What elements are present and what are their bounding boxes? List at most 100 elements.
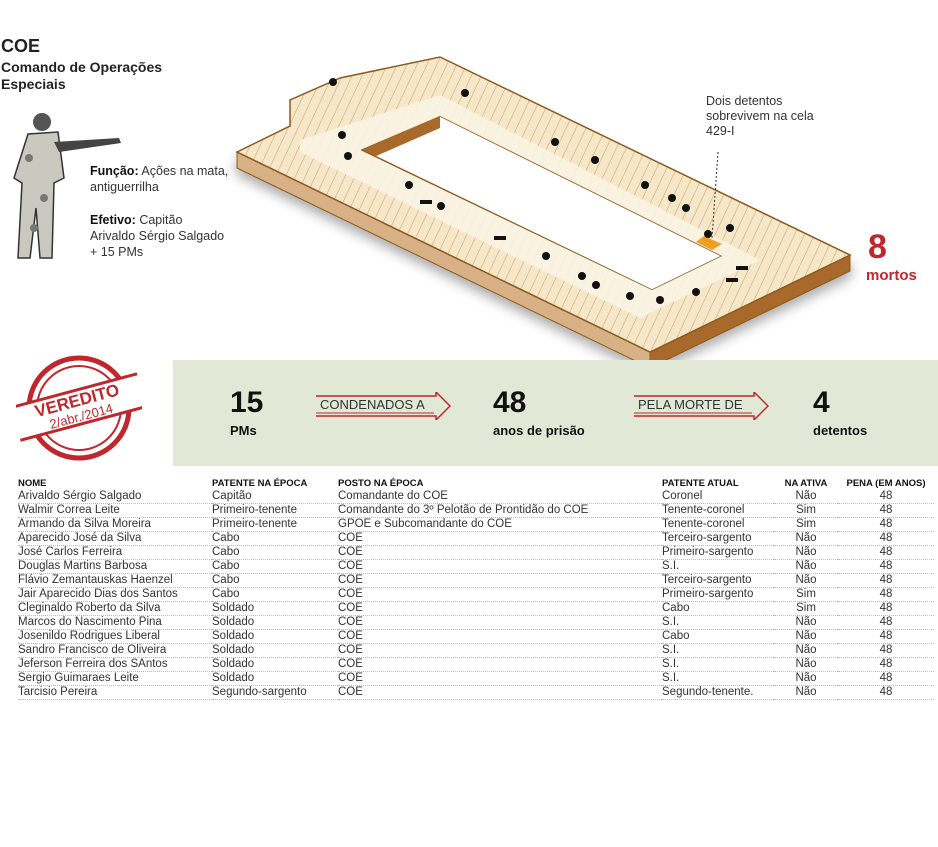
staff-label: Efetivo: [90,213,136,227]
cell-rank-now: Cabo [662,629,774,644]
cell-sentence: 48 [838,587,934,602]
cell-rank-then: Capitão [212,490,338,504]
cell-rank-now: Terceiro-sargento [662,531,774,546]
cell-rank-then: Soldado [212,643,338,658]
cell-post-then: Comandante do 3º Pelotão de Prontidão do… [338,503,662,518]
cell-rank-now: S.I. [662,615,774,630]
staff-info: Efetivo: Capitão Arivaldo Sérgio Salgado… [90,212,230,260]
cell-name: Marcos do Nascimento Pina [18,615,212,630]
cell-name: Walmir Correa Leite [18,503,212,518]
cell-post-then: Comandante do COE [338,490,662,504]
cell-rank-then: Cabo [212,545,338,560]
cell-active: Não [774,671,838,686]
cell-sentence: 48 [838,573,934,588]
cell-post-then: COE [338,615,662,630]
cell-name: Cleginaldo Roberto da Silva [18,601,212,616]
cell-post-then: GPOE e Subcomandante do COE [338,517,662,532]
cell-name: Sandro Francisco de Oliveira [18,643,212,658]
page-title: COE [1,36,41,56]
death-of-arrow: PELA MORTE DE [634,390,770,422]
victims-label: detentos [813,423,868,438]
cell-post-then: COE [338,685,662,700]
death-of-label: PELA MORTE DE [638,397,743,412]
survivors-annotation: Dois detentos sobrevivem na cela 429-I [706,94,814,138]
cell-sentence: 48 [838,671,934,686]
cell-rank-then: Segundo-sargento [212,685,338,700]
cell-rank-now: Tenente-coronel [662,517,774,532]
cell-sentence: 48 [838,685,934,700]
cell-sentence: 48 [838,629,934,644]
cell-active: Não [774,643,838,658]
cell-post-then: COE [338,531,662,546]
cell-sentence: 48 [838,531,934,546]
verdict-panel: 15 PMs CONDENADOS A 48 anos de prisão PE… [173,360,938,466]
prison-floor-diagram [235,56,852,369]
cell-post-then: COE [338,643,662,658]
cell-rank-now: S.I. [662,671,774,686]
col-sentence: PENA (EM ANOS) [846,477,926,489]
cell-active: Sim [774,503,838,518]
col-name: NOME [18,477,47,489]
cell-rank-now: Cabo [662,601,774,616]
cell-active: Não [774,657,838,672]
staff-value: Capitão Arivaldo Sérgio Salgado + 15 PMs [90,213,225,259]
cell-rank-now: Tenente-coronel [662,503,774,518]
cell-name: Douglas Martins Barbosa [18,559,212,574]
cell-post-then: COE [338,587,662,602]
cell-rank-now: Segundo-tenente. [662,685,774,700]
col-rank-then: PATENTE NA ÉPOCA [212,477,308,489]
page-subtitle: Comando de Operações Especiais [1,59,163,92]
cell-sentence: 48 [838,615,934,630]
cell-rank-then: Cabo [212,587,338,602]
col-post-then: POSTO NA ÉPOCA [338,477,424,489]
cell-active: Não [774,490,838,504]
cell-rank-now: S.I. [662,559,774,574]
cell-rank-then: Soldado [212,615,338,630]
police-figures [329,78,748,304]
cell-active: Sim [774,587,838,602]
cell-sentence: 48 [838,643,934,658]
cell-sentence: 48 [838,657,934,672]
col-active: NA ATIVA [784,477,828,489]
cell-rank-then: Primeiro-tenente [212,503,338,518]
years-count: 48 [493,386,527,419]
cell-active: Não [774,545,838,560]
cell-active: Não [774,685,838,700]
deaths-label: mortos [866,267,917,284]
cell-active: Sim [774,601,838,616]
cell-rank-then: Soldado [212,671,338,686]
cell-post-then: COE [338,671,662,686]
cell-rank-now: Terceiro-sargento [662,573,774,588]
convicted-officers-table: NOME PATENTE NA ÉPOCA POSTO NA ÉPOCA PAT… [18,476,934,700]
cell-name: Jeferson Ferreira dos SAntos [18,657,212,672]
cell-sentence: 48 [838,559,934,574]
cell-rank-then: Soldado [212,629,338,644]
cell-post-then: COE [338,573,662,588]
col-rank-now: PATENTE ATUAL [662,477,739,489]
cell-name: José Carlos Ferreira [18,545,212,560]
cell-active: Não [774,559,838,574]
pms-count: 15 [230,386,264,419]
cell-rank-now: Primeiro-sargento [662,545,774,560]
cell-post-then: COE [338,629,662,644]
cell-sentence: 48 [838,601,934,616]
cell-active: Não [774,615,838,630]
cell-sentence: 48 [838,545,934,560]
function-value: Ações na mata, antiguerrilha [90,164,229,194]
pms-label: PMs [230,423,257,438]
cell-rank-then: Cabo [212,531,338,546]
cell-name: Flávio Zemantauskas Haenzel [18,573,212,588]
